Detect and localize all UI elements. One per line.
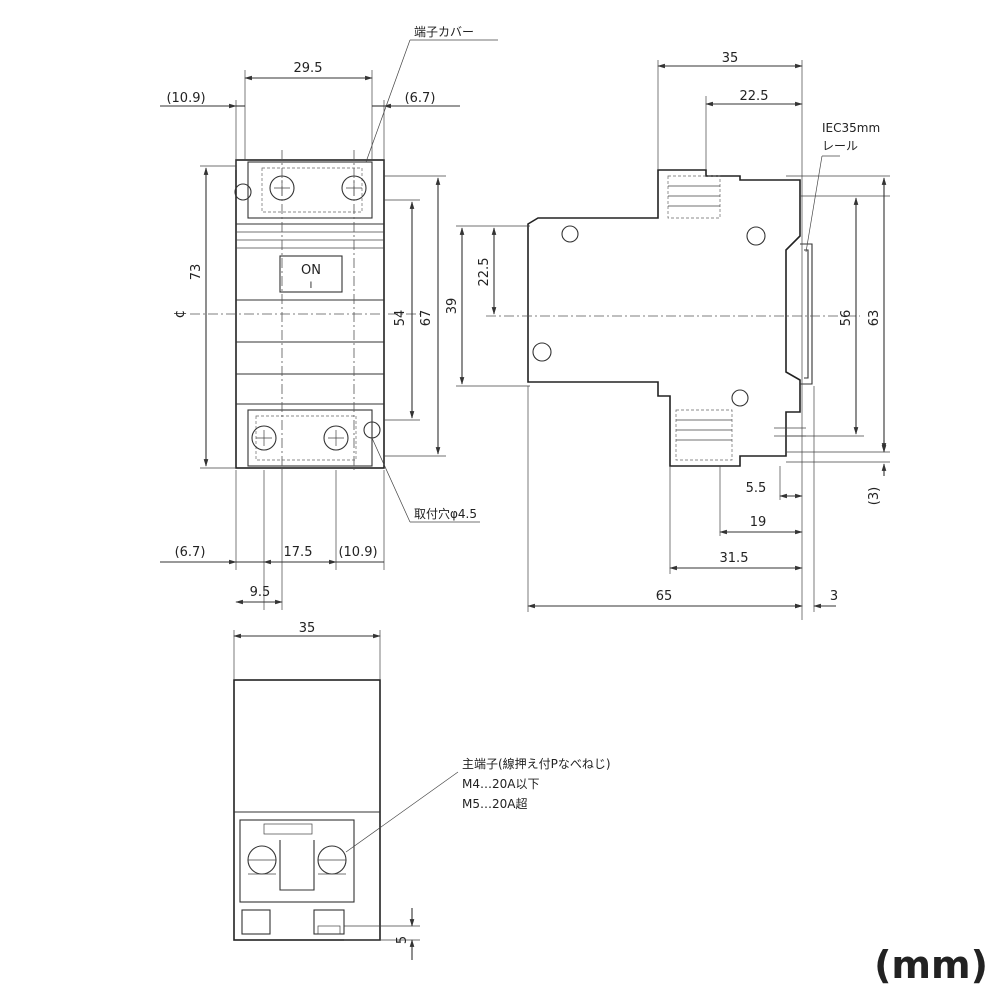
mounting-hole-icon bbox=[234, 183, 252, 201]
main-terminal-label-1: 主端子(線押え付Pなべねじ) bbox=[462, 756, 611, 771]
mounting-hole-callout: 取付穴φ4.5 bbox=[371, 437, 480, 523]
dim-17-5: 17.5 bbox=[284, 545, 313, 560]
dim-side-39: 39 bbox=[445, 298, 460, 315]
dim-bottom-left-6-7: (6.7) bbox=[175, 545, 206, 560]
unit-label: (mm) bbox=[874, 943, 988, 987]
main-terminal-label-3: M5…20A超 bbox=[462, 796, 527, 811]
rail-label: IEC35mm bbox=[822, 121, 880, 135]
center-mark: ¢ bbox=[172, 310, 188, 319]
mounting-hole-label: 取付穴φ4.5 bbox=[414, 506, 477, 521]
dim-top-left-10-9: (10.9) bbox=[166, 91, 205, 106]
hole-icon bbox=[561, 225, 579, 243]
screw-icon bbox=[251, 425, 277, 451]
dim-29-5: 29.5 bbox=[294, 61, 323, 76]
hole-icon bbox=[731, 389, 749, 407]
hole-icon bbox=[532, 342, 552, 362]
dim-9-5: 9.5 bbox=[250, 585, 271, 600]
dim-bottom-5: 5 bbox=[395, 936, 410, 944]
dim-73: 73 bbox=[189, 264, 204, 281]
side-view bbox=[486, 169, 860, 467]
dim-bottom-35: 35 bbox=[299, 621, 316, 636]
dim-side-22-5-top: 22.5 bbox=[740, 89, 769, 104]
dim-67: 67 bbox=[419, 310, 434, 327]
bottom-terminal-block bbox=[239, 819, 355, 903]
dim-side-35: 35 bbox=[722, 51, 739, 66]
hole-icon bbox=[746, 226, 766, 246]
dim-side-31-5: 31.5 bbox=[720, 551, 749, 566]
dim-top-right-6-7: (6.7) bbox=[405, 91, 436, 106]
main-terminal-callout: 主端子(線押え付Pなべねじ) M4…20A以下 M5…20A超 bbox=[345, 756, 611, 853]
dim-side-65: 65 bbox=[656, 589, 673, 604]
rail-callout: IEC35mm レール bbox=[805, 121, 880, 253]
rail-label-2: レール bbox=[822, 139, 858, 153]
dim-side-22-5-left: 22.5 bbox=[477, 258, 492, 287]
front-dimensions: 29.5 (10.9) (6.7) 73 54 67 (6.7) 17.5 (1… bbox=[160, 61, 460, 610]
main-terminal-label-2: M4…20A以下 bbox=[462, 777, 539, 791]
side-dimensions: 35 22.5 39 22.5 56 63 (3) 5.5 19 31.5 65 bbox=[445, 51, 890, 620]
terminal-cover-callout: 端子カバー bbox=[365, 25, 498, 163]
on-mark: I bbox=[310, 281, 313, 291]
on-label: ON bbox=[301, 263, 321, 278]
dim-bottom-right-10-9: (10.9) bbox=[338, 545, 377, 560]
on-handle bbox=[279, 255, 343, 293]
front-top-terminal-block bbox=[247, 161, 373, 219]
screw-icon bbox=[323, 425, 349, 451]
dim-side-56: 56 bbox=[839, 310, 854, 327]
bottom-view: 35 5 bbox=[233, 621, 420, 960]
dim-side-3: 3 bbox=[830, 589, 838, 604]
side-body-outline bbox=[527, 169, 801, 467]
front-view: ON I ¢ bbox=[172, 150, 420, 470]
dim-side-63: 63 bbox=[867, 310, 882, 327]
bottom-body-outline bbox=[233, 679, 381, 941]
dim-side-3-paren: (3) bbox=[867, 487, 882, 505]
dim-side-19: 19 bbox=[750, 515, 767, 530]
dim-54: 54 bbox=[393, 310, 408, 327]
terminal-cover-label: 端子カバー bbox=[414, 25, 474, 39]
dim-side-5-5: 5.5 bbox=[746, 481, 767, 496]
